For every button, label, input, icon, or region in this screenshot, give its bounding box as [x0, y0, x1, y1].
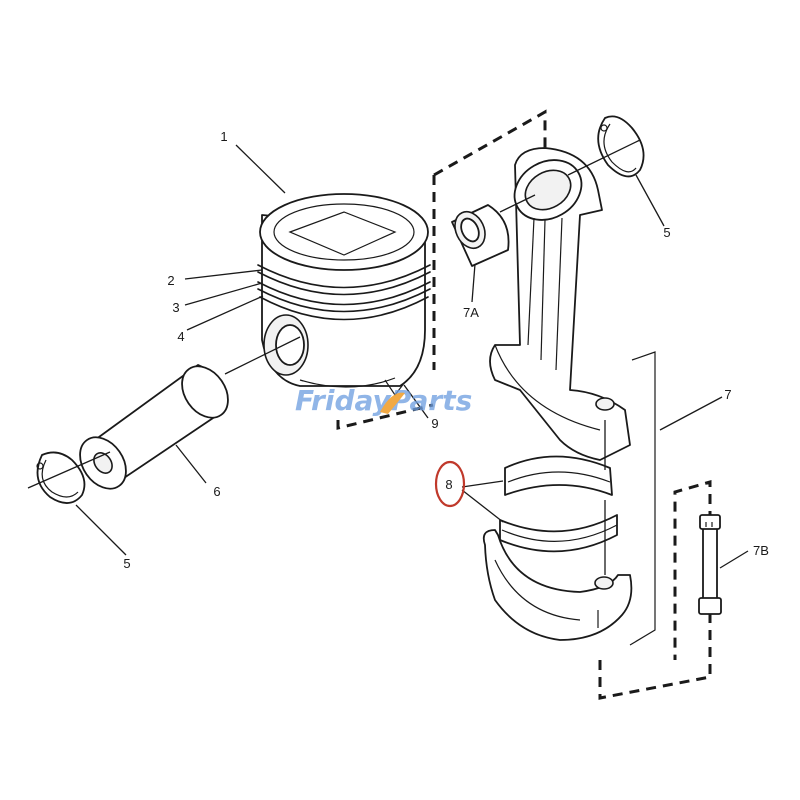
- callout-9: 9: [431, 416, 438, 431]
- callout-2: 2: [167, 273, 174, 288]
- callout-5-right: 5: [663, 225, 670, 240]
- bearing-halves: [499, 455, 618, 553]
- callout-1: 1: [220, 129, 227, 144]
- dashed-group-connecting-rod: [336, 109, 547, 430]
- rod-bolt: [698, 514, 722, 615]
- leader-lines: [27, 139, 749, 575]
- callout-4: 4: [177, 329, 184, 344]
- piston-pin: [79, 364, 229, 490]
- retaining-ring-left: [36, 451, 86, 504]
- callout-7a: 7A: [463, 305, 479, 320]
- connecting-rod: [489, 147, 631, 461]
- piston: [257, 193, 431, 397]
- callout-7b: 7B: [753, 543, 769, 558]
- callout-5-left: 5: [123, 556, 130, 571]
- callout-3: 3: [172, 300, 179, 315]
- callout-8: 8: [445, 477, 452, 492]
- watermark-logo: FridayParts: [295, 384, 472, 417]
- pin-bushing: [451, 204, 510, 267]
- highlight-circle: [434, 460, 466, 508]
- callout-6: 6: [213, 484, 220, 499]
- retaining-ring-right: [597, 115, 645, 178]
- callout-7: 7: [724, 387, 731, 402]
- connecting-rod-cap: [482, 529, 633, 641]
